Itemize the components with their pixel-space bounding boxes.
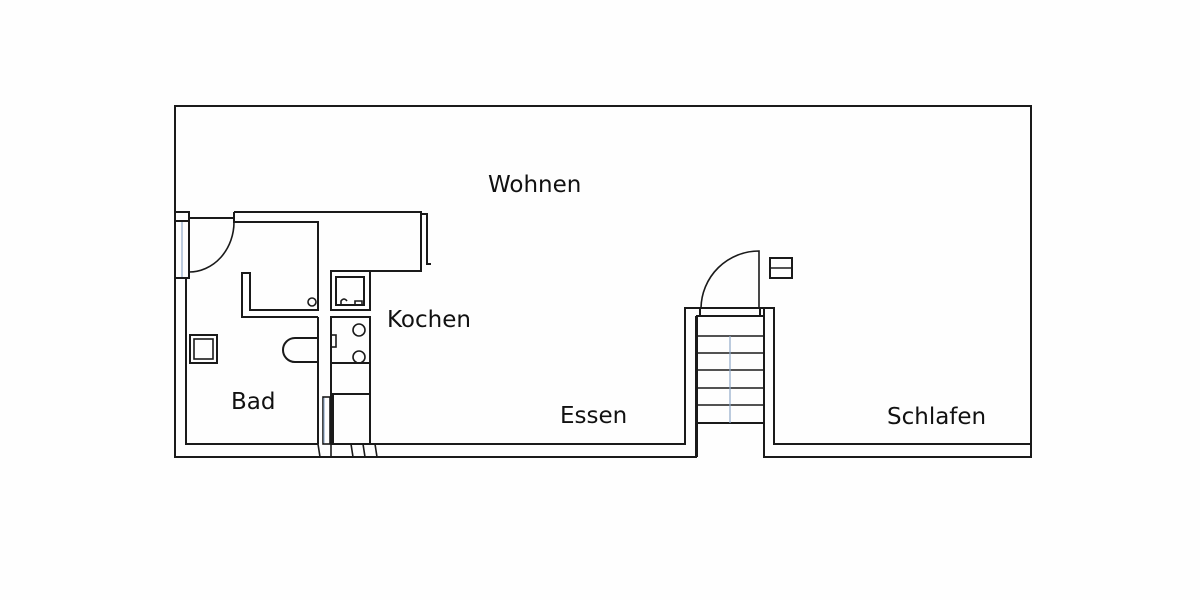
left-window <box>174 211 190 279</box>
kitchen-counter <box>330 316 371 445</box>
stove-burner-icon <box>352 323 366 337</box>
wall-ticks <box>317 443 378 458</box>
room-label-essen: Essen <box>560 403 628 429</box>
room-label-wohnen: Wohnen <box>488 172 582 198</box>
room-label-kochen: Kochen <box>387 307 471 333</box>
switch-box-icon <box>769 257 793 279</box>
stove-burner-icon <box>352 350 366 364</box>
bathroom-door <box>188 217 235 273</box>
staircase <box>696 307 765 457</box>
sink-drain-icon <box>307 297 317 307</box>
kitchen-unit-upper <box>335 276 365 306</box>
shower-tray-icon <box>189 334 218 364</box>
glass-panel <box>322 396 331 445</box>
room-label-schlafen: Schlafen <box>887 404 987 430</box>
room-label-bad: Bad <box>231 389 276 415</box>
stair-door <box>700 250 760 309</box>
toilet-icon <box>282 337 318 363</box>
